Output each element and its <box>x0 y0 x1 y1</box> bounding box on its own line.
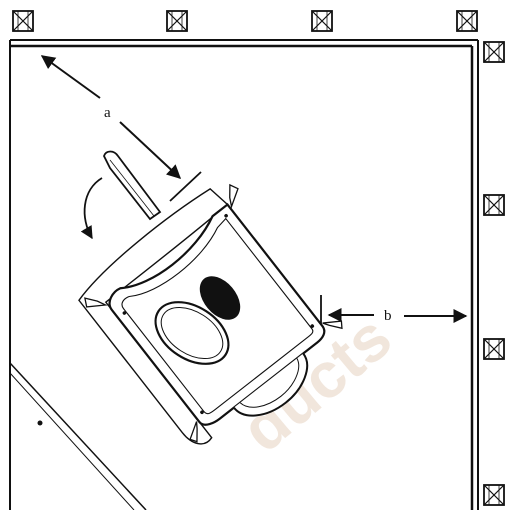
seat-oval <box>154 301 230 365</box>
post-icon <box>166 10 188 32</box>
post-icon <box>483 484 505 506</box>
post-icon <box>483 194 505 216</box>
post-icon <box>483 41 505 63</box>
drain-oval <box>199 276 241 320</box>
post-icon <box>12 10 34 32</box>
room-outline <box>9 39 479 510</box>
post-column-right <box>483 41 505 506</box>
curved-arrow-icon <box>80 177 103 240</box>
marker-dot <box>37 420 43 426</box>
post-icon <box>311 10 333 32</box>
dimension-a: a <box>40 55 202 202</box>
post-icon <box>483 338 505 360</box>
corner-ramp <box>9 362 147 510</box>
label-a: a <box>104 105 111 121</box>
post-row-top <box>12 10 478 32</box>
post-icon <box>456 10 478 32</box>
label-b: b <box>384 308 392 324</box>
fixture-handle <box>103 150 162 221</box>
